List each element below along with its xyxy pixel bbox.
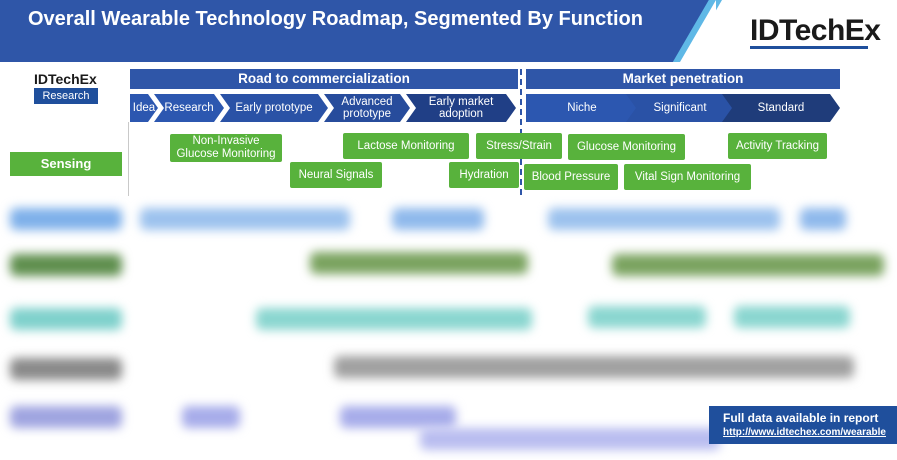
blurred-roadmap-area [0, 196, 897, 460]
stage-idea: Idea [130, 94, 158, 122]
stage-niche: Niche [526, 94, 638, 122]
blurred-box [334, 356, 854, 378]
header: Overall Wearable Technology Roadmap, Seg… [0, 0, 897, 62]
phase-divider [520, 69, 522, 195]
stage-advanced-prototype: Advanced prototype [324, 94, 410, 122]
blurred-row-label [10, 254, 122, 276]
blurred-box [734, 306, 850, 328]
blurred-box [548, 208, 780, 230]
blurred-box [310, 252, 528, 274]
tech-hydration: Hydration [449, 162, 519, 188]
phase-road-to-commercialization: Road to commercialization [130, 69, 518, 89]
blurred-box [800, 208, 846, 230]
stage-early-market-adoption: Early market adoption [406, 94, 516, 122]
callout-title: Full data available in report [723, 411, 879, 425]
row-label-sensing: Sensing [10, 152, 122, 176]
stage-research: Research [154, 94, 224, 122]
phase-market-penetration: Market penetration [526, 69, 840, 89]
tech-non-invasive-glucose-monitoring: Non-Invasive Glucose Monitoring [170, 134, 282, 162]
stage-standard: Standard [722, 94, 840, 122]
blurred-box [340, 406, 456, 428]
tech-blood-pressure: Blood Pressure [524, 164, 618, 190]
report-link[interactable]: http://www.idtechex.com/wearable [723, 427, 886, 438]
blurred-box [182, 406, 240, 428]
blurred-row-label [10, 358, 122, 380]
tech-neural-signals: Neural Signals [290, 162, 382, 188]
blurred-box [612, 254, 884, 276]
tech-stress-strain: Stress/Strain [476, 133, 562, 159]
blurred-row-label [10, 208, 122, 230]
blurred-box [588, 306, 706, 328]
logo-underline [750, 46, 868, 49]
idtechex-logo: IDTechEx [750, 14, 881, 47]
tech-lactose-monitoring: Lactose Monitoring [343, 133, 469, 159]
tech-vital-sign-monitoring: Vital Sign Monitoring [624, 164, 751, 190]
page-title: Overall Wearable Technology Roadmap, Seg… [28, 8, 643, 30]
blurred-row-label [10, 406, 122, 428]
stage-early-prototype: Early prototype [220, 94, 328, 122]
stage-significant: Significant [626, 94, 734, 122]
blurred-box [392, 208, 484, 230]
blurred-box [420, 428, 720, 450]
blurred-row-label [10, 308, 122, 330]
tech-glucose-monitoring: Glucose Monitoring [568, 134, 685, 160]
small-logo-name: IDTechEx [34, 71, 97, 87]
header-band [0, 0, 716, 62]
row-axis-line [128, 122, 129, 196]
blurred-box [140, 208, 350, 230]
blurred-box [256, 308, 532, 330]
report-callout: Full data available in report http://www… [709, 406, 897, 444]
small-logo-research: Research [34, 88, 98, 104]
tech-activity-tracking: Activity Tracking [728, 133, 827, 159]
